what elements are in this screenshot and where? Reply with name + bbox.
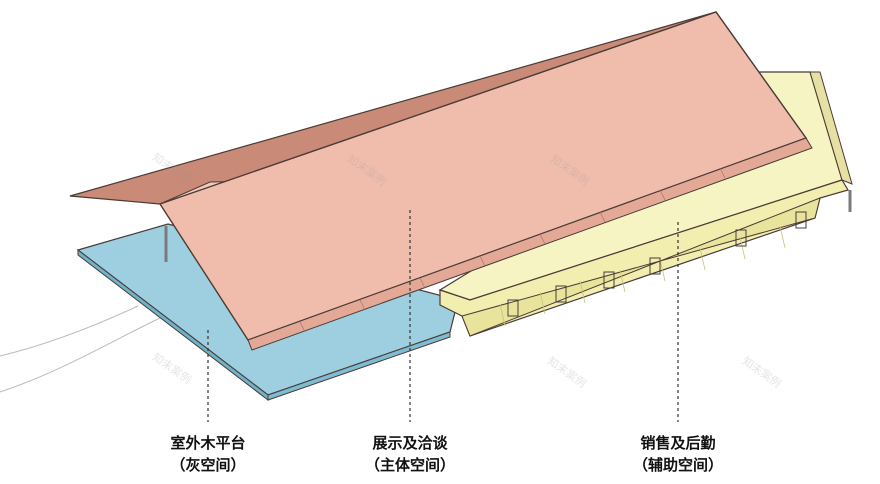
- outdoor-deck-edge-right: [267, 331, 451, 401]
- annex-panel-lines: [499, 225, 786, 327]
- label-main-subtitle: （主体空间）: [364, 456, 455, 474]
- site-path-curve-2: [0, 305, 139, 357]
- annex-wall-body: [461, 197, 821, 337]
- label-outdoor: 室外木平台 （灰空间）: [148, 432, 268, 476]
- site-path-curve-1: [0, 317, 161, 393]
- label-outdoor-subtitle: （灰空间）: [170, 456, 246, 474]
- label-aux: 销售及后勤 （辅助空间）: [618, 432, 738, 476]
- label-main: 展示及洽谈 （主体空间）: [350, 432, 470, 476]
- main-roof-fascia-lines: [299, 167, 726, 333]
- label-aux-title: 销售及后勤: [640, 434, 716, 452]
- label-aux-subtitle: （辅助空间）: [632, 456, 723, 474]
- label-main-title: 展示及洽谈: [372, 434, 448, 452]
- annex-windows: [507, 211, 807, 317]
- annex-roof-ridge: [809, 71, 853, 185]
- main-roof-fascia: [247, 137, 813, 351]
- label-outdoor-title: 室外木平台: [170, 434, 246, 452]
